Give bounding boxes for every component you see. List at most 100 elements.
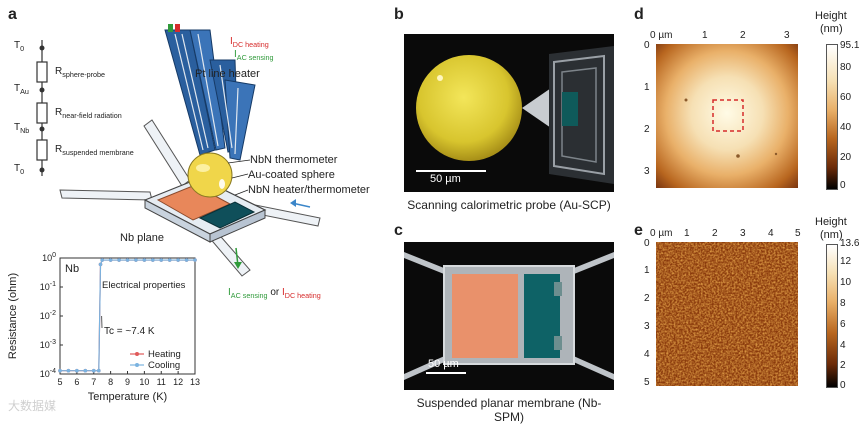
cb-d-5: 0 bbox=[840, 180, 846, 191]
x-tick-e-3: 3 bbox=[740, 228, 746, 239]
pt-heater-label: Pt line heater bbox=[195, 68, 260, 81]
y-axis-label: Resistance (ohm) bbox=[7, 273, 19, 359]
x-tick-label: 6 bbox=[74, 377, 79, 387]
x-tick-e-1: 1 bbox=[684, 228, 690, 239]
series-point-1 bbox=[99, 263, 103, 267]
cb-d-4: 20 bbox=[840, 152, 851, 163]
au-sphere-label: Au-coated sphere bbox=[248, 169, 335, 181]
cb-d-2: 60 bbox=[840, 92, 851, 103]
cb-d-3: 40 bbox=[840, 122, 851, 133]
y-tick-e-2: 2 bbox=[644, 293, 650, 304]
y-tick-d-2: 2 bbox=[644, 124, 650, 135]
x-tick-d-3: 3 bbox=[784, 30, 790, 41]
x-axis-label: Temperature (K) bbox=[88, 391, 167, 403]
colorbar-d-title2: (nm) bbox=[820, 23, 843, 35]
series-point-1 bbox=[100, 258, 104, 262]
colorbar-d bbox=[826, 44, 838, 190]
y-tick-label: 10-1 bbox=[40, 281, 56, 292]
cb-d-0: 95.1 bbox=[840, 40, 859, 51]
legend-label-0: Heating bbox=[148, 349, 181, 360]
cb-e-7: 0 bbox=[840, 380, 846, 391]
cb-e-3: 8 bbox=[840, 298, 846, 309]
y-tick-e-1: 1 bbox=[644, 265, 650, 276]
panel-d-label: d bbox=[634, 6, 644, 24]
node-tau: TAu bbox=[14, 83, 29, 96]
series-point-1 bbox=[67, 369, 71, 373]
material-label: Nb bbox=[65, 263, 79, 275]
afm-d-illustration bbox=[656, 44, 798, 188]
x-tick-label: 12 bbox=[173, 377, 183, 387]
cb-e-0: 13.6 bbox=[840, 238, 859, 249]
cb-e-6: 2 bbox=[840, 360, 846, 371]
series-point-1 bbox=[58, 369, 62, 373]
node-t0-top: T0 bbox=[14, 40, 24, 53]
au-scp-illustration bbox=[404, 34, 614, 192]
x-tick-e-4: 4 bbox=[768, 228, 774, 239]
y-tick-d-3: 3 bbox=[644, 166, 650, 177]
device-schematic bbox=[40, 20, 340, 280]
watermark: 大数据媒 bbox=[8, 397, 56, 414]
afm-map-d bbox=[656, 44, 798, 188]
scale-bar-b bbox=[416, 170, 486, 172]
colorbar-e-ticks: 13.6 12 10 8 6 4 2 0 bbox=[840, 238, 865, 394]
x-tick-e-2: 2 bbox=[712, 228, 718, 239]
colorbar-e-title1: Height bbox=[815, 216, 847, 228]
series-point-1 bbox=[75, 369, 79, 373]
legend-marker-0 bbox=[135, 352, 139, 356]
cb-e-4: 6 bbox=[840, 319, 846, 330]
node-tnb: TNb bbox=[14, 122, 29, 135]
au-scp-image: 50 µm bbox=[404, 34, 614, 192]
x-ticks-d: 0 µm 1 2 3 bbox=[652, 30, 802, 42]
x-tick-label: 11 bbox=[157, 377, 166, 387]
series-point-1 bbox=[97, 369, 101, 373]
x-tick-label: 9 bbox=[125, 377, 130, 387]
nb-spm-image: 50 µm bbox=[404, 242, 614, 390]
series-point-1 bbox=[126, 258, 130, 262]
x-tick-label: 13 bbox=[190, 377, 200, 387]
scale-label-c: 50 µm bbox=[428, 358, 459, 370]
nbn-thermometer-label: NbN thermometer bbox=[250, 154, 337, 166]
x-tick-d-1: 1 bbox=[702, 30, 708, 41]
y-tick-e-5: 5 bbox=[644, 377, 650, 388]
tc-label: Tc = ~7.4 K bbox=[104, 326, 155, 337]
y-tick-d-1: 1 bbox=[644, 82, 650, 93]
series-point-1 bbox=[92, 369, 96, 373]
afm-map-e bbox=[656, 242, 798, 386]
x-tick-label: 8 bbox=[108, 377, 113, 387]
afm-e-illustration bbox=[656, 242, 798, 386]
electrical-note: Electrical properties bbox=[102, 280, 186, 291]
y-tick-d-0: 0 bbox=[644, 40, 650, 51]
x-tick-d-2: 2 bbox=[740, 30, 746, 41]
colorbar-e bbox=[826, 244, 838, 388]
y-tick-label: 10-4 bbox=[40, 368, 56, 379]
nb-plane-label: Nb plane bbox=[120, 232, 164, 244]
legend-marker-1 bbox=[135, 363, 139, 367]
caption-b: Scanning calorimetric probe (Au-SCP) bbox=[404, 198, 614, 212]
series-point-1 bbox=[117, 258, 121, 262]
panel-a-label: a bbox=[8, 6, 17, 24]
y-tick-e-0: 0 bbox=[644, 238, 650, 249]
cb-d-1: 80 bbox=[840, 62, 851, 73]
series-point-1 bbox=[193, 258, 197, 262]
x-tick-label: 10 bbox=[139, 377, 149, 387]
cb-e-5: 4 bbox=[840, 340, 846, 351]
nbn-heater-label: NbN heater/thermometer bbox=[248, 184, 370, 196]
panel-b-label: b bbox=[394, 6, 404, 24]
bottom-current-label: IAC sensing or IDC heating bbox=[228, 287, 321, 300]
series-point-1 bbox=[143, 258, 147, 262]
scale-bar-c bbox=[426, 372, 466, 374]
series-point-1 bbox=[84, 369, 88, 373]
y-ticks-e: 0 1 2 3 4 5 bbox=[644, 238, 654, 394]
cb-e-2: 10 bbox=[840, 277, 851, 288]
x-tick-label: 5 bbox=[57, 377, 62, 387]
x-tick-e-5: 5 bbox=[795, 228, 801, 239]
legend-label-1: Cooling bbox=[148, 360, 180, 371]
series-point-1 bbox=[151, 258, 155, 262]
panel-e-label: e bbox=[634, 222, 643, 240]
caption-c: Suspended planar membrane (Nb-SPM) bbox=[404, 396, 614, 424]
y-ticks-d: 0 1 2 3 bbox=[644, 40, 654, 190]
y-tick-label: 10-2 bbox=[40, 310, 56, 321]
series-point-1 bbox=[109, 258, 113, 262]
